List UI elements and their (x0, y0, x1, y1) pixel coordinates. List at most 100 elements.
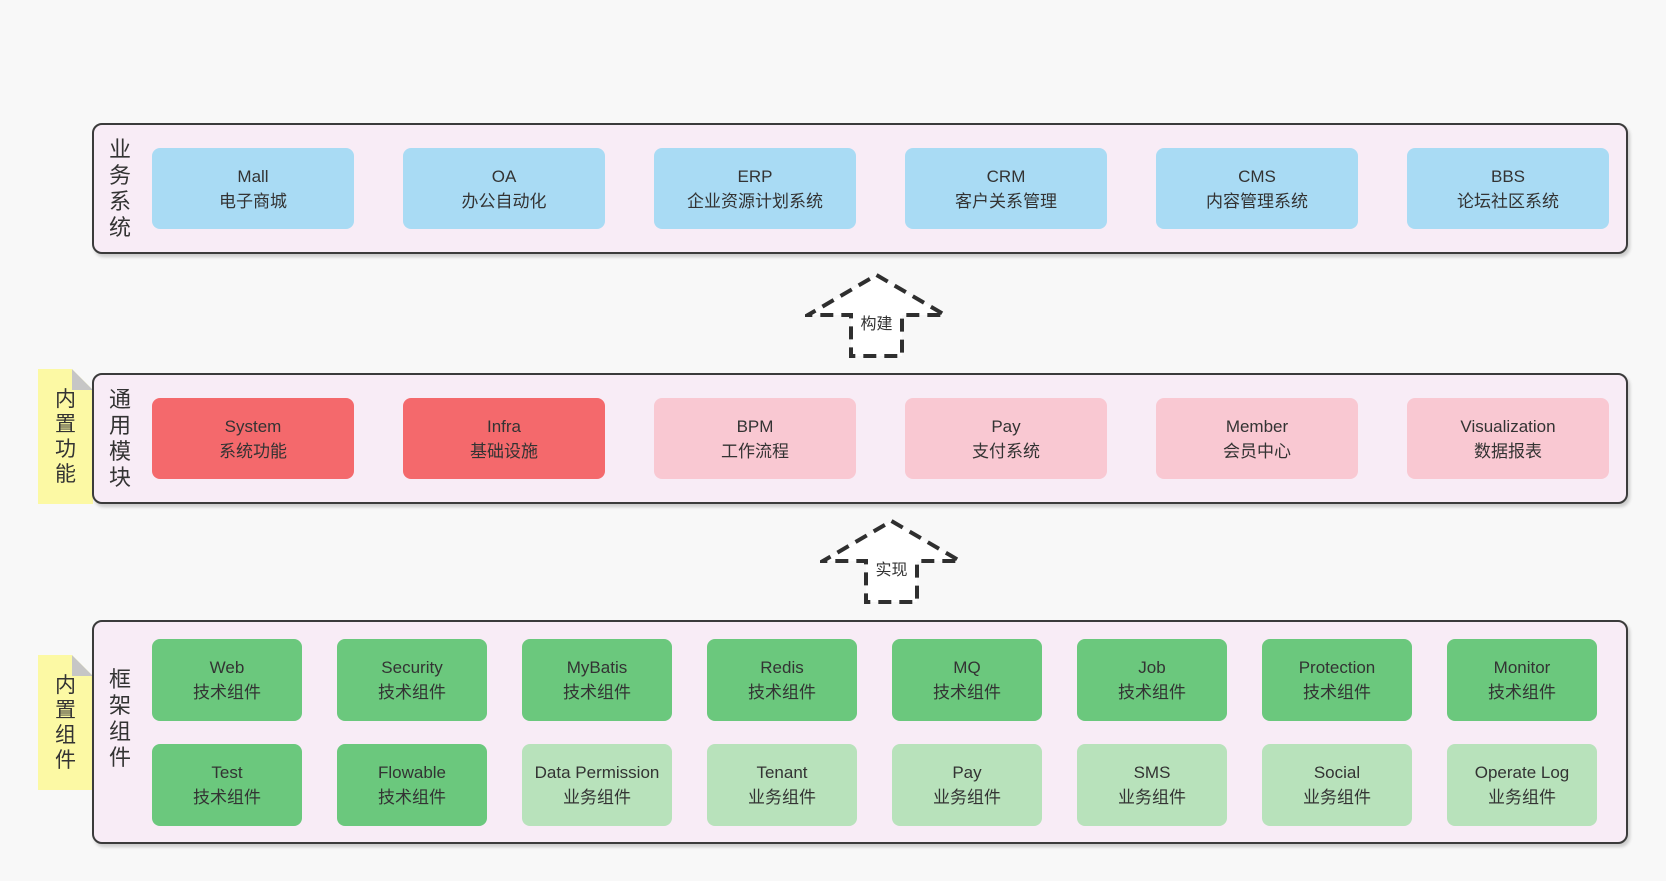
box-title: CRM (986, 166, 1026, 186)
box-title: ERP (737, 166, 773, 186)
box-subtitle: 业务组件 (1118, 787, 1186, 807)
box-subtitle: 工作流程 (721, 441, 789, 461)
sticky-note-built-in-features: 内置功能 (38, 369, 93, 504)
panel-label-text: 业务系统 (108, 136, 131, 240)
box-subtitle: 系统功能 (219, 441, 287, 461)
box-subtitle: 客户关系管理 (955, 191, 1057, 211)
box-erp: ERP 企业资源计划系统 (654, 148, 856, 229)
box-title: Data Permission (534, 762, 660, 782)
common-modules-panel: 通用模块 System 系统功能 Infra 基础设施 BPM 工作流程 Pay… (92, 373, 1628, 504)
panel-label-text: 框架组件 (108, 667, 131, 770)
box-title: Visualization (1460, 416, 1556, 436)
box-monitor: Monitor 技术组件 (1447, 638, 1597, 721)
box-subtitle: 技术组件 (1303, 682, 1371, 702)
box-subtitle: 技术组件 (193, 787, 261, 807)
box-subtitle: 技术组件 (193, 682, 261, 702)
box-subtitle: 内容管理系统 (1206, 191, 1308, 211)
box-infra: Infra 基础设施 (403, 398, 605, 479)
folded-corner-icon (72, 655, 93, 676)
common-modules-boxes: System 系统功能 Infra 基础设施 BPM 工作流程 Pay 支付系统… (152, 375, 1618, 502)
box-title: Infra (486, 416, 522, 436)
panel-label-text: 通用模块 (108, 386, 131, 490)
box-mq: MQ 技术组件 (892, 638, 1042, 721)
implement-arrow-label: 实现 (873, 562, 910, 580)
box-title: Flowable (377, 762, 447, 782)
business-systems-boxes: Mall 电子商城 OA 办公自动化 ERP 企业资源计划系统 CRM 客户关系… (152, 125, 1618, 252)
framework-components-row-1: Web 技术组件 Security 技术组件 MyBatis 技术组件 Redi… (152, 638, 1618, 721)
box-title: BBS (1490, 166, 1526, 186)
box-subtitle: 业务组件 (563, 787, 631, 807)
box-title: Test (211, 762, 243, 782)
box-title: System (224, 416, 282, 436)
box-social: Social 业务组件 (1262, 743, 1412, 826)
box-data-permission: Data Permission 业务组件 (522, 743, 672, 826)
folded-corner-icon (72, 369, 93, 390)
box-title: CMS (1238, 166, 1276, 186)
box-system: System 系统功能 (152, 398, 354, 479)
box-title: MyBatis (566, 657, 628, 677)
business-systems-panel: 业务系统 Mall 电子商城 OA 办公自动化 ERP 企业资源计划系统 CRM… (92, 123, 1628, 254)
box-subtitle: 技术组件 (563, 682, 631, 702)
box-oa: OA 办公自动化 (403, 148, 605, 229)
up-arrow-icon (820, 518, 963, 604)
build-arrow-label: 构建 (858, 316, 895, 334)
box-subtitle: 业务组件 (1303, 787, 1371, 807)
box-subtitle: 技术组件 (378, 682, 446, 702)
box-subtitle: 技术组件 (1118, 682, 1186, 702)
sticky-note-built-in-components: 内置组件 (38, 655, 93, 790)
panel-label-framework-components: 框架组件 (94, 622, 146, 842)
box-title: Protection (1298, 657, 1376, 677)
box-title: Pay (952, 762, 982, 782)
build-arrow: 构建 (805, 272, 948, 359)
box-title: Security (381, 657, 443, 677)
box-title: OA (491, 166, 517, 186)
box-title: Mall (237, 166, 269, 186)
box-protection: Protection 技术组件 (1262, 638, 1412, 721)
box-title: SMS (1133, 762, 1171, 782)
box-crm: CRM 客户关系管理 (905, 148, 1107, 229)
box-web: Web 技术组件 (152, 638, 302, 721)
box-title: MQ (953, 657, 981, 677)
box-pay: Pay 支付系统 (905, 398, 1107, 479)
box-mybatis: MyBatis 技术组件 (522, 638, 672, 721)
box-subtitle: 技术组件 (933, 682, 1001, 702)
box-title: Job (1138, 657, 1166, 677)
box-sms: SMS 业务组件 (1077, 743, 1227, 826)
box-member: Member 会员中心 (1156, 398, 1358, 479)
box-subtitle: 支付系统 (972, 441, 1040, 461)
box-subtitle: 企业资源计划系统 (687, 191, 823, 211)
box-subtitle: 会员中心 (1223, 441, 1291, 461)
framework-components-row-2: Test 技术组件 Flowable 技术组件 Data Permission … (152, 743, 1618, 826)
box-subtitle: 技术组件 (748, 682, 816, 702)
box-pay-business: Pay 业务组件 (892, 743, 1042, 826)
box-title: Member (1225, 416, 1289, 436)
box-title: Redis (760, 657, 804, 677)
up-arrow-icon (805, 272, 948, 358)
box-subtitle: 业务组件 (1488, 787, 1556, 807)
framework-components-grid: Web 技术组件 Security 技术组件 MyBatis 技术组件 Redi… (152, 622, 1618, 842)
box-test: Test 技术组件 (152, 743, 302, 826)
box-subtitle: 业务组件 (933, 787, 1001, 807)
box-subtitle: 技术组件 (1488, 682, 1556, 702)
box-subtitle: 技术组件 (378, 787, 446, 807)
sticky-label: 内置组件 (55, 673, 76, 772)
box-bbs: BBS 论坛社区系统 (1407, 148, 1609, 229)
box-title: Web (209, 657, 245, 677)
framework-components-panel: 框架组件 Web 技术组件 Security 技术组件 MyBatis 技术组件… (92, 620, 1628, 844)
sticky-label: 内置功能 (55, 387, 76, 486)
box-subtitle: 办公自动化 (461, 191, 547, 211)
box-bpm: BPM 工作流程 (654, 398, 856, 479)
box-title: Monitor (1493, 657, 1551, 677)
box-subtitle: 数据报表 (1474, 441, 1542, 461)
panel-label-common-modules: 通用模块 (94, 375, 146, 502)
box-visualization: Visualization 数据报表 (1407, 398, 1609, 479)
box-subtitle: 电子商城 (219, 191, 287, 211)
box-flowable: Flowable 技术组件 (337, 743, 487, 826)
box-title: Social (1313, 762, 1361, 782)
box-mall: Mall 电子商城 (152, 148, 354, 229)
box-job: Job 技术组件 (1077, 638, 1227, 721)
box-title: BPM (736, 416, 774, 436)
box-subtitle: 业务组件 (748, 787, 816, 807)
box-cms: CMS 内容管理系统 (1156, 148, 1358, 229)
